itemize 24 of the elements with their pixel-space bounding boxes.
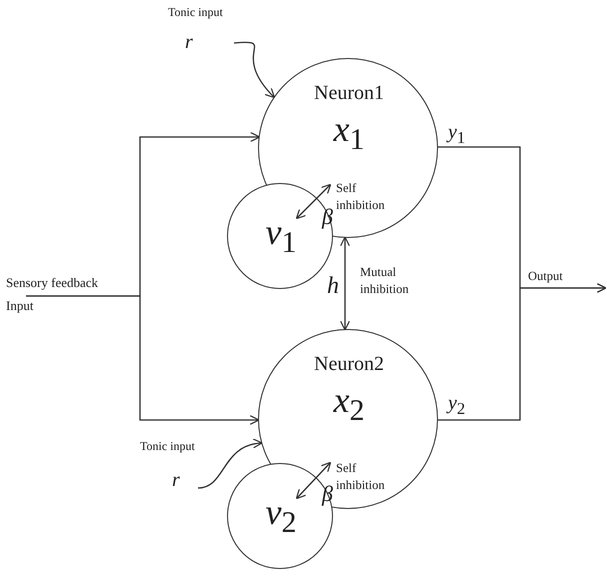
- arrow: [438, 282, 606, 421]
- weight-symbol: h: [327, 274, 339, 298]
- output-variable: y$_{2}$: [448, 393, 466, 418]
- neuron-title: Neuron2: [314, 354, 384, 374]
- input-label: Tonic input: [140, 440, 195, 452]
- arrow: [26, 295, 260, 426]
- state-variable: x$_{2}$: [334, 382, 364, 426]
- annotation-text: Mutual inhibition: [360, 264, 410, 298]
- state-variable: x$_{1}$: [334, 111, 364, 156]
- annotation-text: Self inhibition: [336, 460, 386, 494]
- neuron-title: Neuron1: [314, 83, 384, 103]
- input-label: Input: [6, 299, 34, 312]
- annotation-text: Output: [528, 268, 563, 285]
- arrow: [198, 439, 263, 489]
- variable-symbol: r: [172, 470, 180, 490]
- variable-symbol: r: [185, 32, 193, 52]
- arrow: [340, 236, 350, 331]
- arrow: [234, 42, 276, 98]
- adaptation-variable: v$_{2}$: [266, 494, 296, 538]
- input-label: Tonic input: [168, 6, 223, 18]
- annotation-text: Self inhibition: [336, 180, 386, 214]
- adaptation-variable: v$_{1}$: [266, 214, 296, 258]
- input-label: Sensory feedback: [6, 276, 98, 289]
- output-variable: y$_{1}$: [448, 122, 466, 147]
